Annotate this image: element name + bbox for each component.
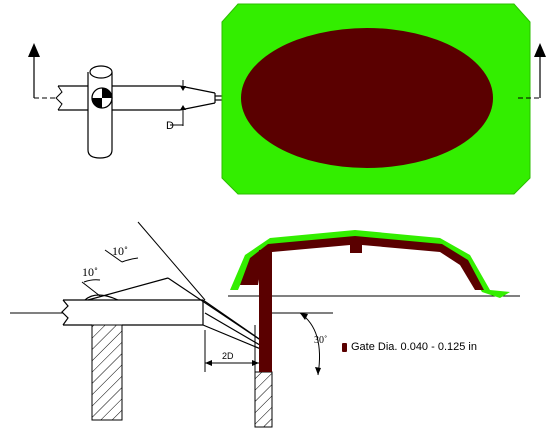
diameter-dimension — [170, 80, 186, 126]
angle-arcs — [81, 221, 206, 301]
right-up-arrow-icon — [518, 43, 546, 99]
diameter-label: D — [166, 120, 174, 132]
sprue-runner — [55, 65, 226, 159]
angle-label-lower: 10˚ — [82, 265, 98, 279]
legend-swatch — [342, 343, 347, 352]
angle-30-label: 30˚ — [314, 335, 328, 346]
runner-section — [61, 277, 269, 353]
dimension-2d-label: 2D — [222, 351, 234, 361]
center-of-mass-icon — [91, 87, 113, 109]
dimension-2d — [204, 330, 259, 372]
mold-cavity-top — [221, 3, 531, 195]
gate-diameter-legend: Gate Dia. 0.040 - 0.125 in — [351, 341, 477, 353]
part-section — [230, 230, 510, 372]
left-up-arrow-icon — [28, 43, 57, 99]
mold-wall-hatch — [91, 324, 273, 428]
angle-30-dimension — [272, 312, 333, 376]
angle-label-upper: 10˚ — [112, 244, 128, 258]
